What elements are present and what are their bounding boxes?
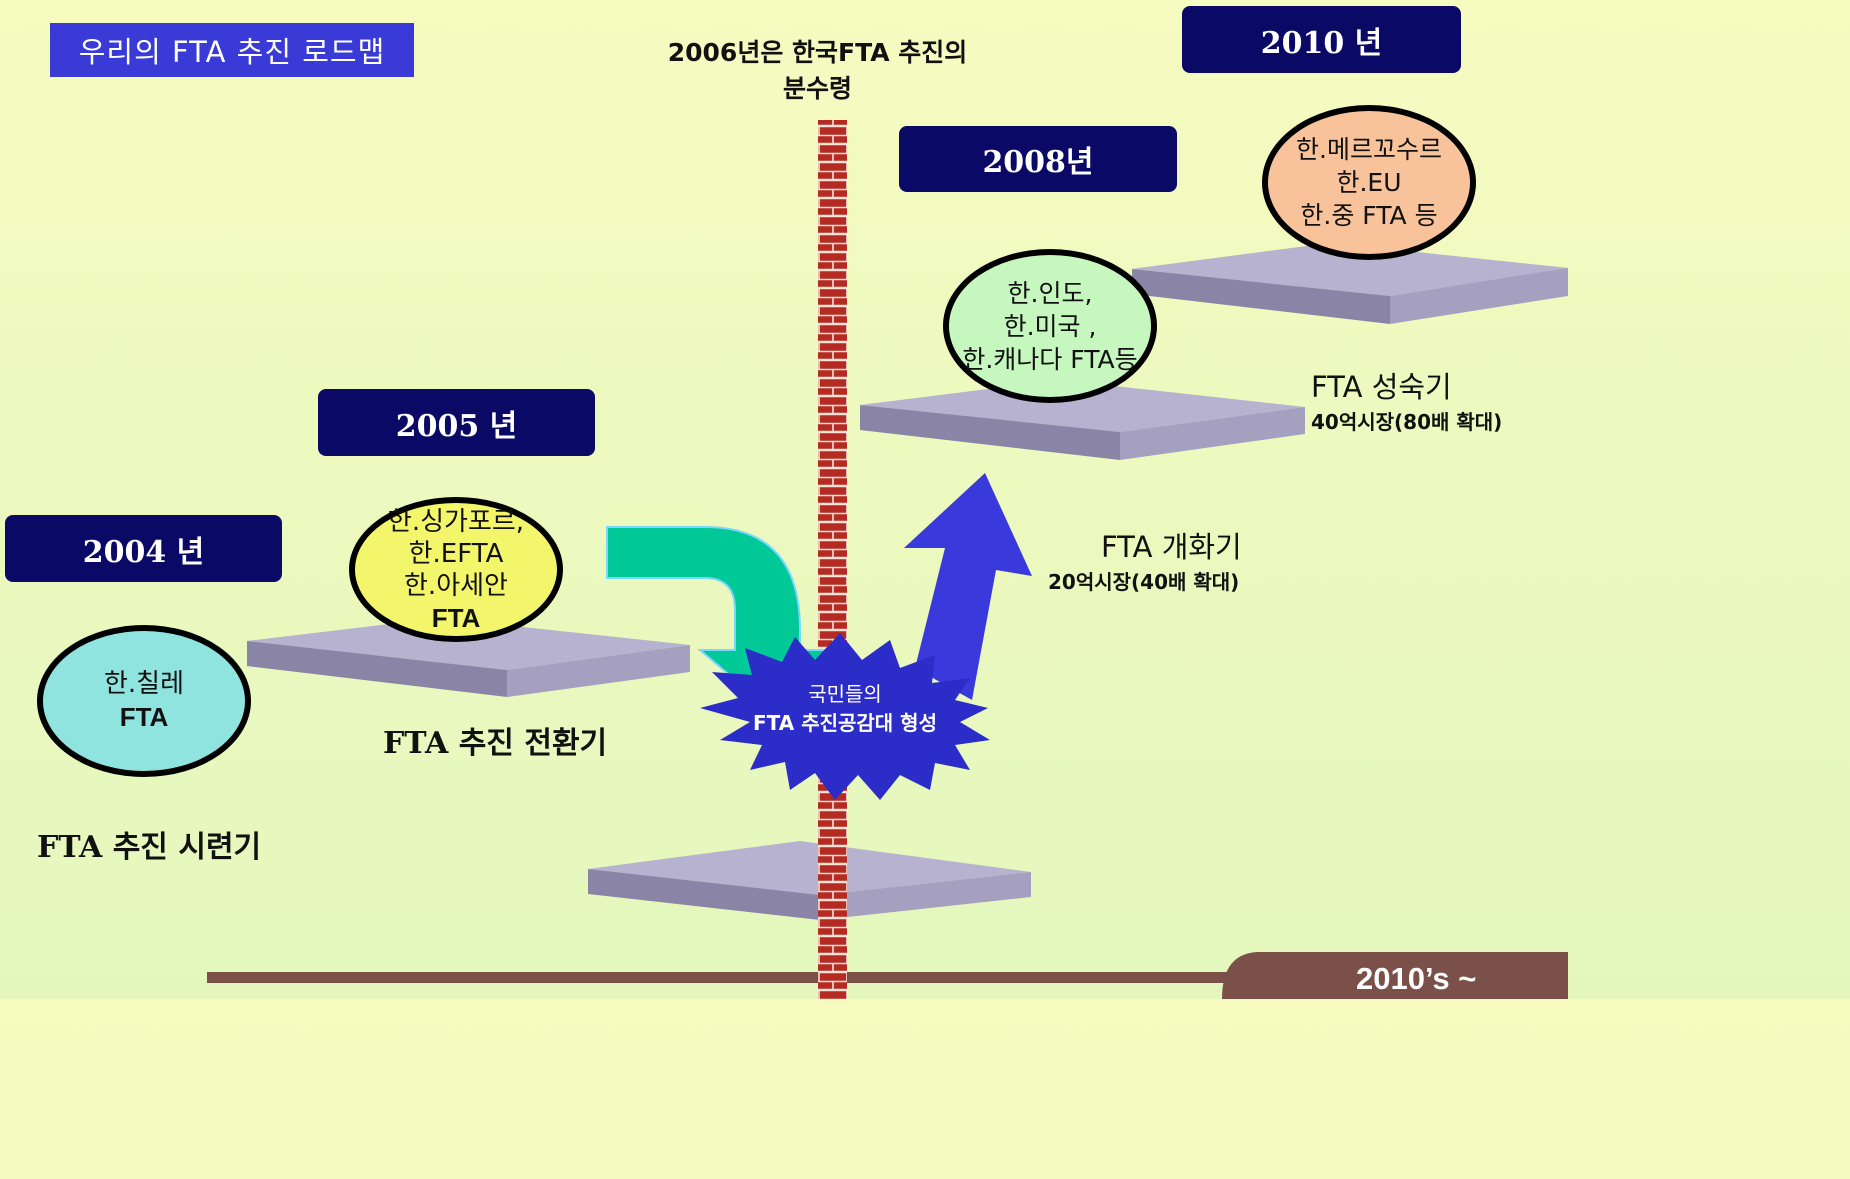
year-2010-box: 2010 년: [1182, 6, 1461, 73]
platform-2010: [1132, 243, 1568, 324]
agreement-item: 한.EU: [1336, 168, 1402, 197]
agreement-item: 한.아세안: [404, 570, 508, 601]
agreement-item: 한.EFTA: [408, 538, 504, 569]
consensus-text: 국민들의 FTA 추진공감대 형성: [715, 680, 975, 738]
stage-2004-label: FTA 추진 시련기: [37, 830, 262, 865]
platform-2008: [860, 380, 1305, 460]
agreement-item: 한.칠레: [103, 669, 185, 699]
page-title: 우리의 FTA 추진 로드맵: [50, 23, 414, 77]
year-2004-box: 2004 년: [5, 515, 282, 582]
up-arrow: [904, 473, 1032, 700]
market-2008-label: 20억시장(40배 확대): [1048, 570, 1240, 594]
market-2010-label: 40억시장(80배 확대): [1311, 410, 1503, 434]
roadmap-graphics: [207, 120, 1568, 999]
agreements-2008-ellipse: 한.인도, 한.미국 , 한.캐나다 FTA등: [943, 249, 1157, 403]
agreement-item: 한.인도,: [1007, 278, 1093, 308]
agreement-item: 한.메르꼬수르: [1296, 135, 1442, 164]
agreement-item: 한.중 FTA 등: [1300, 201, 1438, 230]
era-label: 2010’s ~: [1356, 961, 1477, 996]
year-2008-box: 2008년: [899, 126, 1177, 192]
platform-bottom: [588, 841, 1031, 920]
consensus-burst: [700, 633, 990, 800]
platform-2004-2005: [247, 618, 690, 697]
consensus-line1: 국민들의: [808, 682, 882, 706]
watershed-note: 2006년은 한국FTA 추진의 분수령: [640, 35, 995, 107]
year-2005-box: 2005 년: [318, 389, 595, 456]
era-tab: [1222, 952, 1568, 999]
agreement-item: FTA: [119, 702, 169, 732]
watershed-note-line2: 분수령: [782, 74, 852, 103]
timeline-bar: [207, 972, 1227, 983]
watershed-note-line1: 2006년은 한국FTA 추진의: [667, 38, 968, 67]
agreements-2004-ellipse: 한.칠레 FTA: [37, 625, 251, 777]
agreement-item: FTA: [431, 602, 481, 633]
consensus-line2: FTA 추진공감대 형성: [753, 711, 937, 735]
agreement-item: 한.싱가포르,: [387, 506, 525, 537]
agreement-item: 한.캐나다 FTA등: [962, 344, 1138, 374]
stage-2008-label: FTA 개화기: [1101, 530, 1242, 564]
agreements-2005-ellipse: 한.싱가포르, 한.EFTA 한.아세안 FTA: [349, 497, 563, 642]
stage-2010-label: FTA 성숙기: [1311, 370, 1452, 404]
brick-wall: [818, 120, 847, 999]
stage-2005-label: FTA 추진 전환기: [383, 726, 608, 761]
agreement-item: 한.미국 ,: [1003, 311, 1097, 341]
agreements-2010-ellipse: 한.메르꼬수르 한.EU 한.중 FTA 등: [1262, 105, 1476, 260]
